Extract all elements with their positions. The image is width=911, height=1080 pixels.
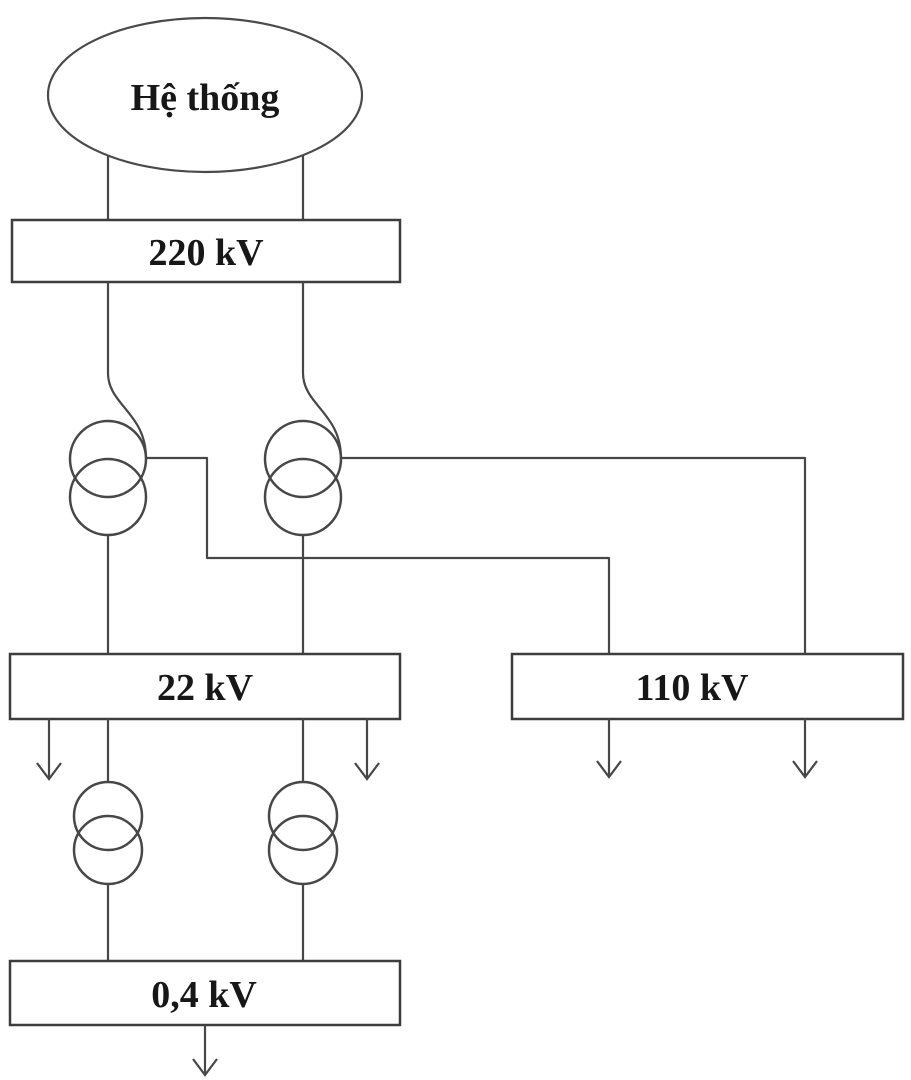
load-arrow-110kv-left <box>596 719 622 779</box>
t2-hv-curve <box>301 372 343 459</box>
transformer-t4 <box>267 780 339 886</box>
t2-tertiary-line <box>341 456 807 654</box>
busbar-220kv <box>10 218 402 284</box>
load-arrow-22kv-right <box>354 719 380 781</box>
load-arrow-22kv-left <box>36 719 62 781</box>
transformer-t2 <box>263 419 343 537</box>
transformer-t1 <box>68 419 148 537</box>
busbar-22kv <box>8 652 402 721</box>
t1-tertiary-line <box>146 456 611 654</box>
system-label: Hệ thống <box>131 77 280 119</box>
arrow-down-icon <box>36 762 62 781</box>
busbar-220kv-label: 220 kV <box>148 232 264 274</box>
arrow-down-icon <box>792 760 818 779</box>
busbar-22kv-label: 22 kV <box>157 667 254 709</box>
load-arrow-0-4kv <box>192 1025 218 1077</box>
system-node <box>46 16 364 174</box>
transformer-t3 <box>72 780 144 886</box>
arrow-down-icon <box>596 760 622 779</box>
load-arrow-110kv-right <box>792 719 818 779</box>
busbar-110kv-label: 110 kV <box>636 667 750 709</box>
busbar-110kv <box>510 652 905 721</box>
t3-primary-winding <box>72 780 144 852</box>
t1-primary-winding <box>68 419 148 499</box>
t4-primary-winding <box>267 780 339 852</box>
busbar-0-4kv-label: 0,4 kV <box>151 974 257 1016</box>
t2-primary-winding <box>263 419 343 499</box>
arrow-down-icon <box>192 1058 218 1077</box>
arrow-down-icon <box>354 762 380 781</box>
busbar-0-4kv <box>8 959 402 1027</box>
t1-hv-curve <box>106 372 148 459</box>
